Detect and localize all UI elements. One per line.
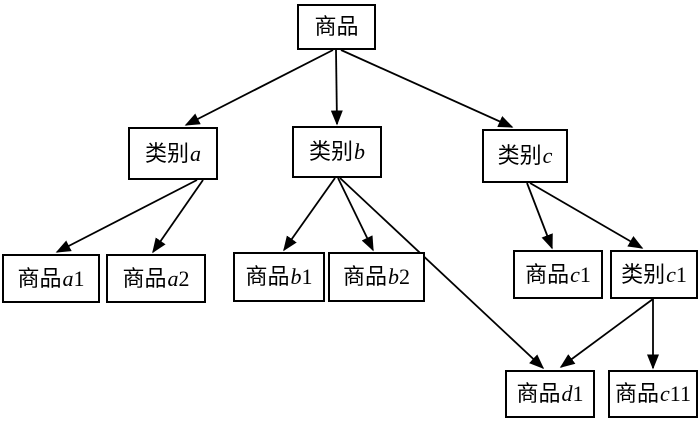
node-label-italic: d — [561, 381, 573, 406]
edge-category-c-category-c1 — [529, 182, 644, 249]
edge-root-category-b — [330, 49, 343, 126]
node-label: 类别 — [308, 139, 353, 164]
node-label: 类别 — [621, 261, 666, 287]
node-label-number: 1 — [572, 381, 584, 406]
node-label-italic: b — [354, 139, 365, 164]
node-label: 商品 — [245, 264, 290, 289]
node-label-number: 2 — [178, 265, 190, 291]
node-label: 商品 — [314, 14, 359, 39]
edge-category-c-product-c1 — [526, 182, 553, 250]
edge-root-category-c — [340, 49, 514, 128]
node-label-number: 1 — [73, 265, 85, 291]
node-label: 类别 — [497, 143, 542, 168]
edge-category-b-product-d1 — [339, 177, 545, 370]
node-label: 类别 — [144, 140, 189, 166]
node-label: 商品 — [17, 265, 62, 291]
node-label-number: 1 — [675, 261, 687, 287]
edge-category-b-product-b1 — [283, 177, 336, 252]
edge-category-a-product-a2 — [152, 179, 204, 254]
node-label-italic: a — [167, 265, 179, 291]
node-label: 商品 — [342, 264, 387, 289]
edge-root-category-a — [184, 49, 334, 126]
node-label-number: 2 — [399, 264, 410, 289]
node-label: 商品 — [516, 381, 561, 406]
node-label: 商品 — [525, 261, 570, 287]
edge-category-a-product-a1 — [55, 179, 198, 253]
node-product-root: 商品 — [297, 4, 376, 50]
node-label-italic: a — [62, 265, 74, 291]
node-label-italic: c — [660, 381, 670, 406]
node-label-number: 1 — [301, 264, 313, 289]
node-label-number: 11 — [669, 381, 691, 406]
node-label: 商品 — [615, 381, 660, 406]
node-label: 商品 — [122, 265, 167, 291]
node-label-italic: c — [542, 143, 553, 168]
node-label-italic: a — [190, 140, 201, 166]
node-label-italic: c — [570, 261, 580, 287]
node-label-italic: b — [290, 264, 302, 289]
node-label-number: 1 — [579, 261, 591, 287]
edge-category-b-product-b2 — [337, 177, 374, 252]
node-label-italic: c — [666, 261, 676, 287]
edge-category-c1-product-d1 — [559, 298, 654, 368]
node-label-italic: b — [388, 264, 399, 289]
